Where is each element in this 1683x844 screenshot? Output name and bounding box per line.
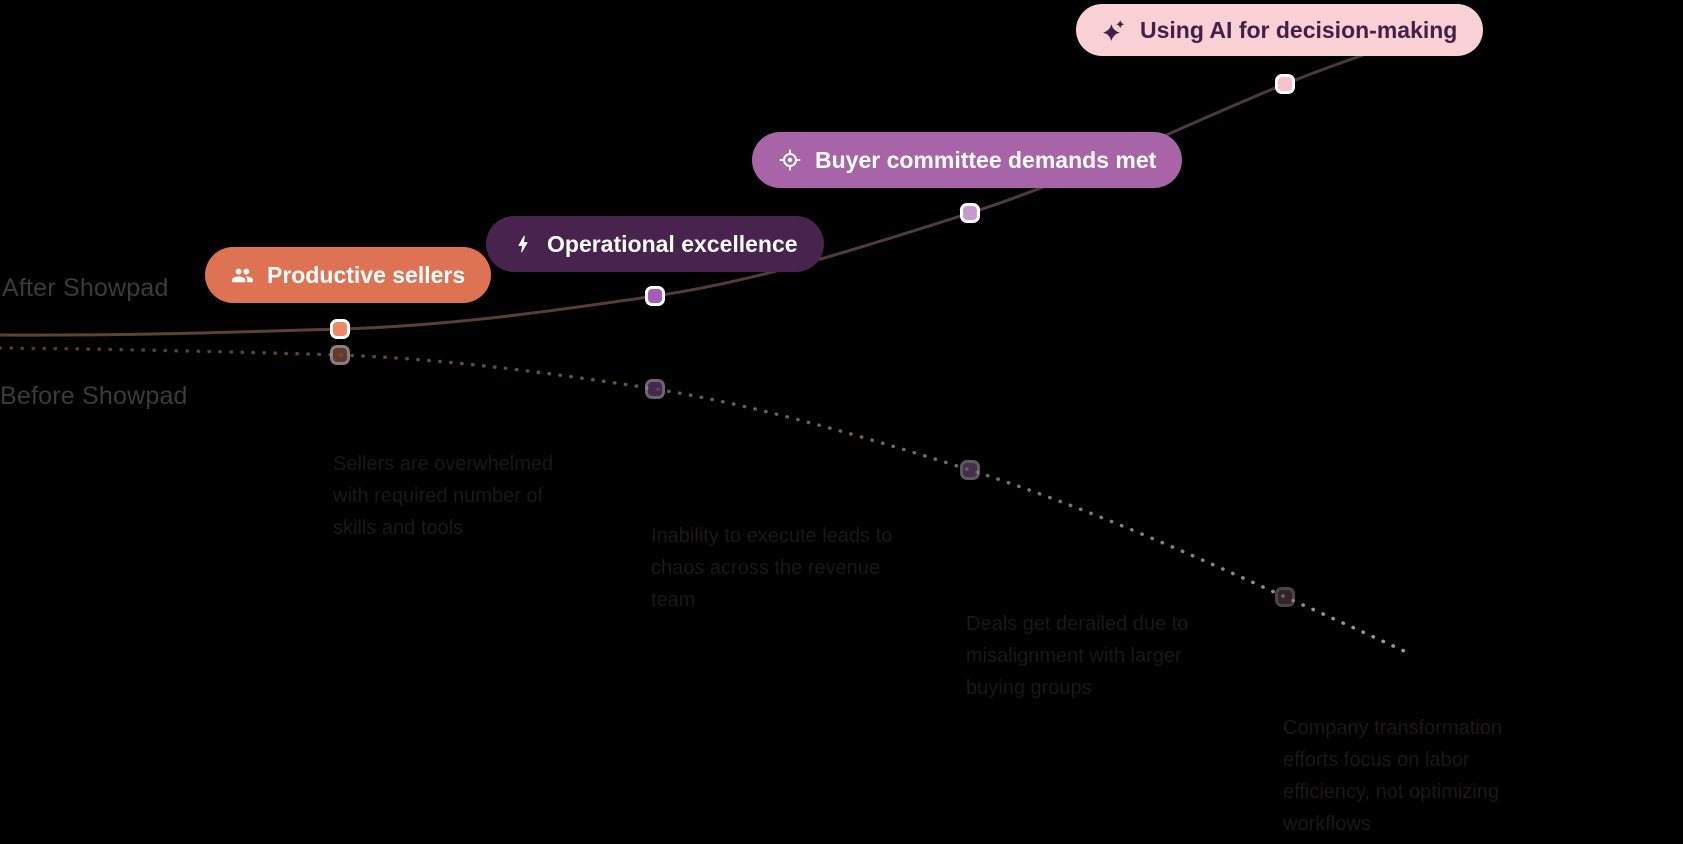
before-marker-using-ai	[1275, 587, 1295, 607]
milestone-pill-label: Productive sellers	[267, 261, 466, 288]
people-icon	[231, 264, 254, 287]
milestone-pill-productive-sellers: Productive sellers	[205, 247, 492, 303]
milestone-pill-label: Buyer committee demands met	[815, 146, 1157, 173]
after-marker-buyer-committee	[960, 203, 980, 223]
milestone-pill-operational-excellence: Operational excellence	[486, 216, 824, 272]
pain-point-line: chaos across the revenue	[651, 557, 881, 579]
pain-point-line: misalignment with larger	[966, 645, 1182, 667]
pain-point-buyer-committee: Deals get derailed due to misalignment w…	[966, 608, 1188, 704]
after-marker-operational-excellence	[645, 286, 665, 306]
milestone-pill-label: Operational excellence	[547, 230, 798, 257]
after-showpad-label: After Showpad	[2, 274, 169, 302]
pain-point-productive-sellers: Sellers are overwhelmed with required nu…	[333, 448, 553, 544]
pain-point-line: skills and tools	[333, 517, 464, 539]
pain-point-line: workflows	[1283, 813, 1371, 835]
milestone-pill-using-ai: Using AI for decision-making	[1076, 4, 1484, 56]
before-marker-buyer-committee	[960, 460, 980, 480]
pain-point-line: efficiency, not optimizing	[1283, 781, 1500, 803]
target-icon	[778, 148, 802, 172]
pain-point-using-ai: Company transformation efforts focus on …	[1283, 712, 1502, 840]
sparkles-icon	[1102, 18, 1127, 43]
before-showpad-dotted-curve	[0, 346, 1408, 654]
pain-point-line: efforts focus on labor	[1283, 749, 1470, 771]
pain-point-line: Company transformation	[1283, 717, 1502, 739]
lightning-icon	[512, 233, 534, 255]
pain-point-line: with required number of	[333, 485, 544, 507]
pain-point-line: Inability to execute leads to	[651, 525, 893, 547]
milestone-pill-buyer-committee: Buyer committee demands met	[752, 132, 1183, 188]
after-marker-using-ai	[1275, 74, 1295, 94]
pain-point-line: buying groups	[966, 677, 1092, 699]
after-marker-productive-sellers	[330, 319, 350, 339]
before-marker-operational-excellence	[645, 379, 665, 399]
pain-point-line: Deals get derailed due to	[966, 613, 1189, 635]
pain-point-line: team	[651, 589, 696, 611]
before-marker-productive-sellers	[330, 345, 350, 365]
pain-point-line: Sellers are overwhelmed	[333, 453, 554, 475]
pain-point-operational-excellence: Inability to execute leads to chaos acro…	[651, 520, 892, 616]
before-showpad-label: Before Showpad	[0, 382, 188, 410]
milestone-pill-label: Using AI for decision-making	[1140, 16, 1458, 43]
